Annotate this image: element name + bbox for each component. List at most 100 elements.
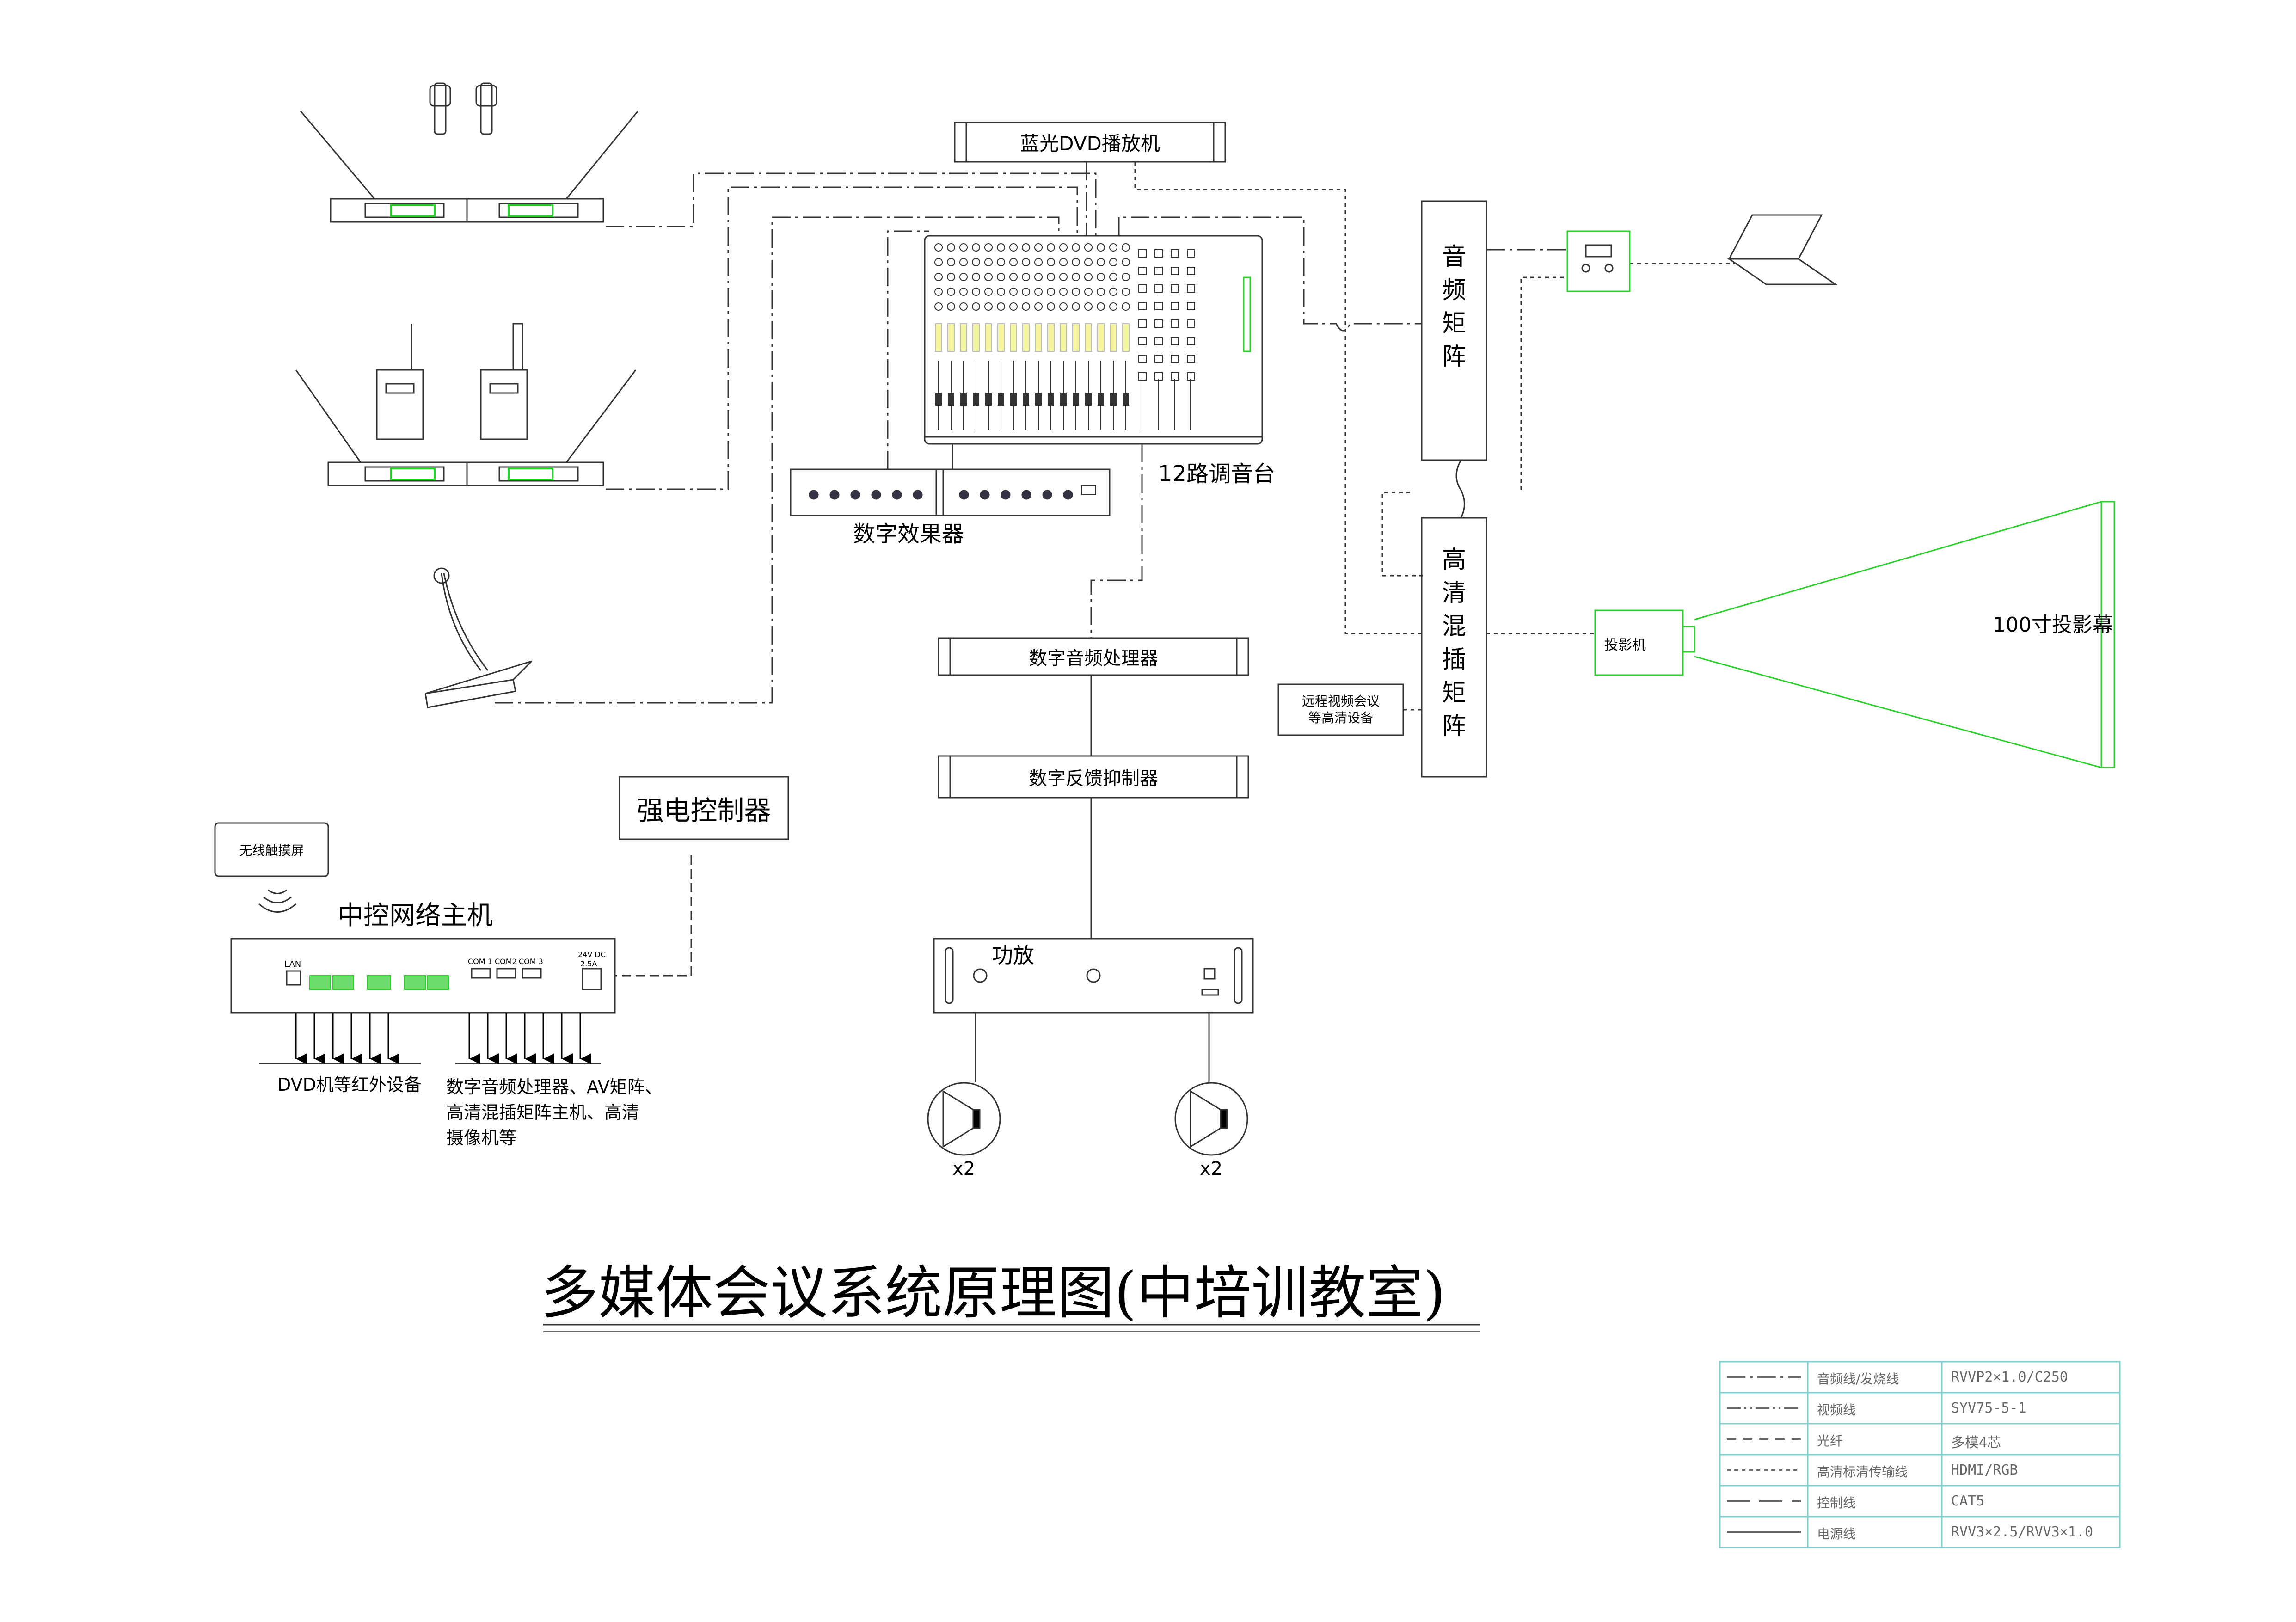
power-controller-box bbox=[619, 776, 789, 840]
mixer-console bbox=[924, 235, 1263, 445]
effects-knob bbox=[1042, 490, 1052, 500]
line-effects-mixer bbox=[887, 230, 929, 469]
line-mixer-dsp bbox=[1090, 444, 1143, 638]
mixer-master-strip bbox=[1154, 249, 1163, 430]
wireless-bodypack-mic-set bbox=[295, 323, 637, 486]
mixer-channel-strips bbox=[934, 243, 1251, 430]
effects-knob bbox=[1021, 490, 1031, 500]
gooseneck-mic bbox=[424, 567, 533, 708]
hd-matrix-label: 高清混插矩阵 bbox=[1440, 543, 1468, 743]
mixer-master-strip bbox=[1171, 249, 1179, 430]
legend-description: 音频线/发烧线 bbox=[1817, 1371, 1899, 1387]
line-audio-hd bbox=[1455, 460, 1465, 518]
speaker-qty-right: x2 bbox=[1200, 1158, 1223, 1180]
power-controller-label: 强电控制器 bbox=[637, 794, 771, 826]
hd-matrix-box bbox=[1421, 517, 1487, 778]
audio-matrix-label: 音频矩阵 bbox=[1440, 240, 1468, 374]
line-gooseneck-mixer bbox=[495, 216, 1060, 704]
line-power-central bbox=[615, 855, 692, 977]
serial-devices-line1: 数字音频处理器、AV矩阵、 bbox=[446, 1077, 663, 1097]
effects-knob bbox=[809, 490, 819, 500]
hd-matrix-text: 高清混插矩阵 bbox=[1442, 546, 1466, 740]
amplifier-label: 功放 bbox=[992, 943, 1034, 968]
mixer-channel-strip bbox=[1034, 243, 1043, 430]
projection-beam bbox=[1694, 501, 2115, 768]
legend-spec: RVVP2×1.0/C250 bbox=[1951, 1369, 2068, 1385]
screen-label: 100寸投影幕 bbox=[1993, 613, 2113, 637]
legend-description: 高清标清传输线 bbox=[1817, 1464, 1908, 1480]
bluray-player bbox=[954, 122, 1226, 163]
legend-spec: CAT5 bbox=[1951, 1493, 1985, 1509]
mixer-channel-strip bbox=[934, 243, 943, 430]
laptop bbox=[1727, 214, 1838, 285]
port-power: 24V DC bbox=[578, 950, 606, 959]
mixer-channel-strip bbox=[1047, 243, 1055, 430]
connection-lines bbox=[495, 162, 1738, 1082]
speaker-qty-left: x2 bbox=[952, 1158, 976, 1180]
wireless-handheld-mic-set bbox=[300, 82, 639, 223]
mixer-channel-strip bbox=[972, 243, 980, 430]
audio-matrix-box bbox=[1421, 200, 1487, 461]
remote-video-box bbox=[1277, 683, 1404, 736]
title-underline bbox=[543, 1324, 1480, 1332]
mixer-label: 12路调音台 bbox=[1158, 461, 1276, 487]
line-mixer-audio-matrix bbox=[1118, 216, 1422, 332]
mixer-channel-strip bbox=[1022, 243, 1030, 430]
mixer-channel-strip bbox=[1009, 243, 1018, 430]
effects-label: 数字效果器 bbox=[853, 521, 964, 547]
legend-spec: RVV3×2.5/RVV3×1.0 bbox=[1951, 1524, 2093, 1540]
effects-knob bbox=[980, 490, 990, 500]
touchscreen-label: 无线触摸屏 bbox=[239, 842, 304, 858]
ir-devices-label: DVD机等红外设备 bbox=[277, 1075, 422, 1095]
effects-display bbox=[1081, 485, 1096, 495]
legend-spec: HDMI/RGB bbox=[1951, 1462, 2018, 1478]
line-hd-loop bbox=[1381, 492, 1424, 577]
mixer-channel-strip bbox=[1122, 243, 1130, 430]
legend-description: 控制线 bbox=[1817, 1495, 1856, 1511]
mixer-channel-strip bbox=[984, 243, 993, 430]
mixer-channel-strip bbox=[1084, 243, 1093, 430]
dsp-unit bbox=[938, 637, 1249, 676]
legend-spec: SYV75-5-1 bbox=[1951, 1400, 2026, 1416]
central-control-green-ports bbox=[309, 975, 449, 990]
audio-matrix-text: 音频矩阵 bbox=[1442, 243, 1466, 371]
mixer-channel-strip bbox=[1059, 243, 1068, 430]
legend-table bbox=[1719, 1361, 2121, 1548]
central-control-host bbox=[230, 938, 616, 1014]
control-output-arrows bbox=[259, 1013, 601, 1064]
effects-knob bbox=[850, 490, 860, 500]
bluray-label: 蓝光DVD播放机 bbox=[1020, 132, 1160, 155]
effects-knob bbox=[892, 490, 902, 500]
mixer-channel-strip bbox=[959, 243, 968, 430]
port-lan: LAN bbox=[284, 959, 301, 969]
green-display bbox=[390, 467, 553, 480]
touchscreen-device bbox=[214, 822, 329, 913]
effects-knobs bbox=[809, 485, 1096, 500]
dsp-label: 数字音频处理器 bbox=[1029, 648, 1158, 669]
legend-description: 光纤 bbox=[1817, 1433, 1843, 1449]
amplifier-unit bbox=[933, 938, 1254, 1014]
mixer-channel-strip bbox=[1072, 243, 1080, 430]
legend-description: 电源线 bbox=[1817, 1526, 1856, 1542]
legend-description: 视频线 bbox=[1817, 1402, 1856, 1418]
serial-devices-line2: 高清混插矩阵主机、高清 bbox=[446, 1102, 640, 1123]
effects-knob bbox=[913, 490, 923, 500]
projector bbox=[1594, 609, 1695, 676]
effects-knob bbox=[1001, 490, 1011, 500]
effects-knob bbox=[871, 490, 881, 500]
mixer-meter bbox=[1243, 276, 1251, 352]
mixer-master-strip bbox=[1138, 249, 1147, 430]
port-com1: COM 1 bbox=[468, 957, 492, 966]
line-mic-rx1-mixer bbox=[606, 172, 1097, 236]
port-com2: COM2 bbox=[495, 957, 517, 966]
mixer-channel-strip bbox=[947, 243, 955, 430]
remote-video-text: 远程视频会议等高清设备 bbox=[1301, 694, 1380, 725]
wall-plate bbox=[1566, 230, 1631, 292]
diagram-title: 多媒体会议系统原理图(中培训教室) bbox=[541, 1260, 1446, 1327]
wall-plate-connectors bbox=[1581, 244, 1614, 273]
mixer-channel-strip bbox=[997, 243, 1005, 430]
line-bluray-hd bbox=[1134, 162, 1424, 634]
effects-knob bbox=[829, 490, 840, 500]
mixer-master-strip bbox=[1187, 249, 1195, 430]
